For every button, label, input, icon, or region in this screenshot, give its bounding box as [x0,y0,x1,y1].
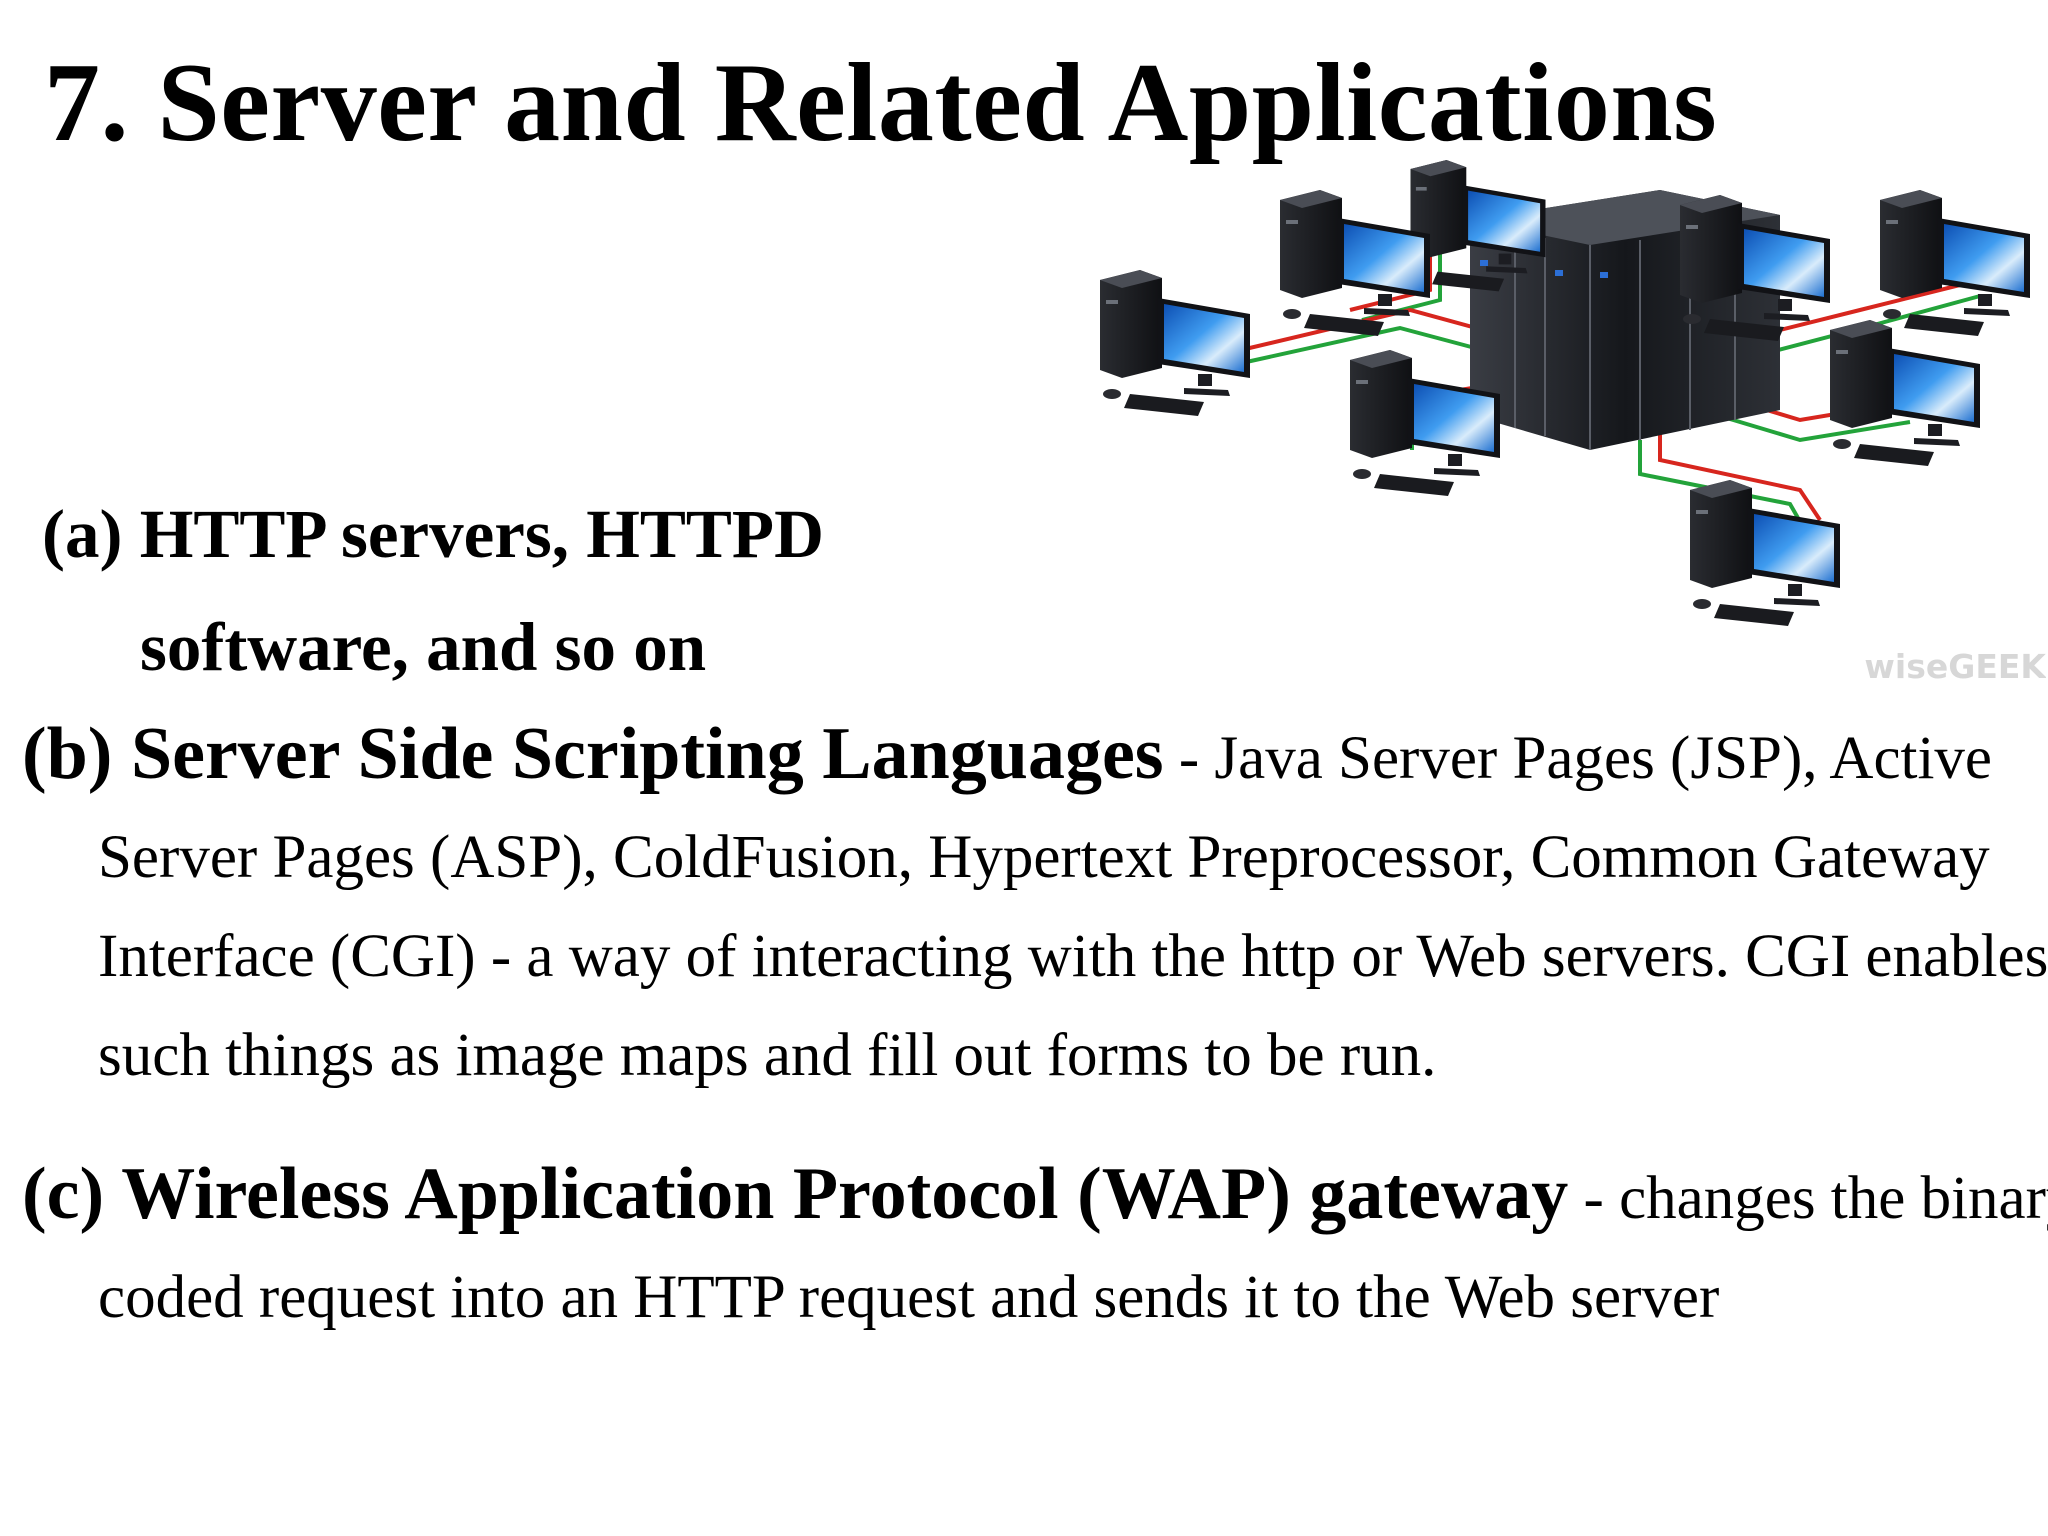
list-item-a: (a) HTTP servers, HTTPD software, and so… [42,478,1042,704]
watermark-text: wiseGEEK [1864,647,2046,686]
item-c-heading: (c) Wireless Application Protocol (WAP) … [22,1153,1569,1235]
slide-title: 7. Server and Related Applications [44,41,1718,165]
item-a-heading-line2: software, and so on [140,609,707,685]
list-item-b: (b) Server Side Scripting Languages - Ja… [22,712,2048,1113]
item-b-description: - Java Server Pages (JSP), Active Server… [98,725,2048,1089]
item-b-heading: (b) Server Side Scripting Languages [22,713,1164,795]
item-c-description: - changes the binary coded request into … [98,1165,2048,1331]
list-item-c: (c) Wireless Application Protocol (WAP) … [22,1152,2048,1355]
server-network-icon: wiseGEEK [1100,160,2046,686]
item-a-heading-line1: (a) HTTP servers, HTTPD [42,496,824,572]
